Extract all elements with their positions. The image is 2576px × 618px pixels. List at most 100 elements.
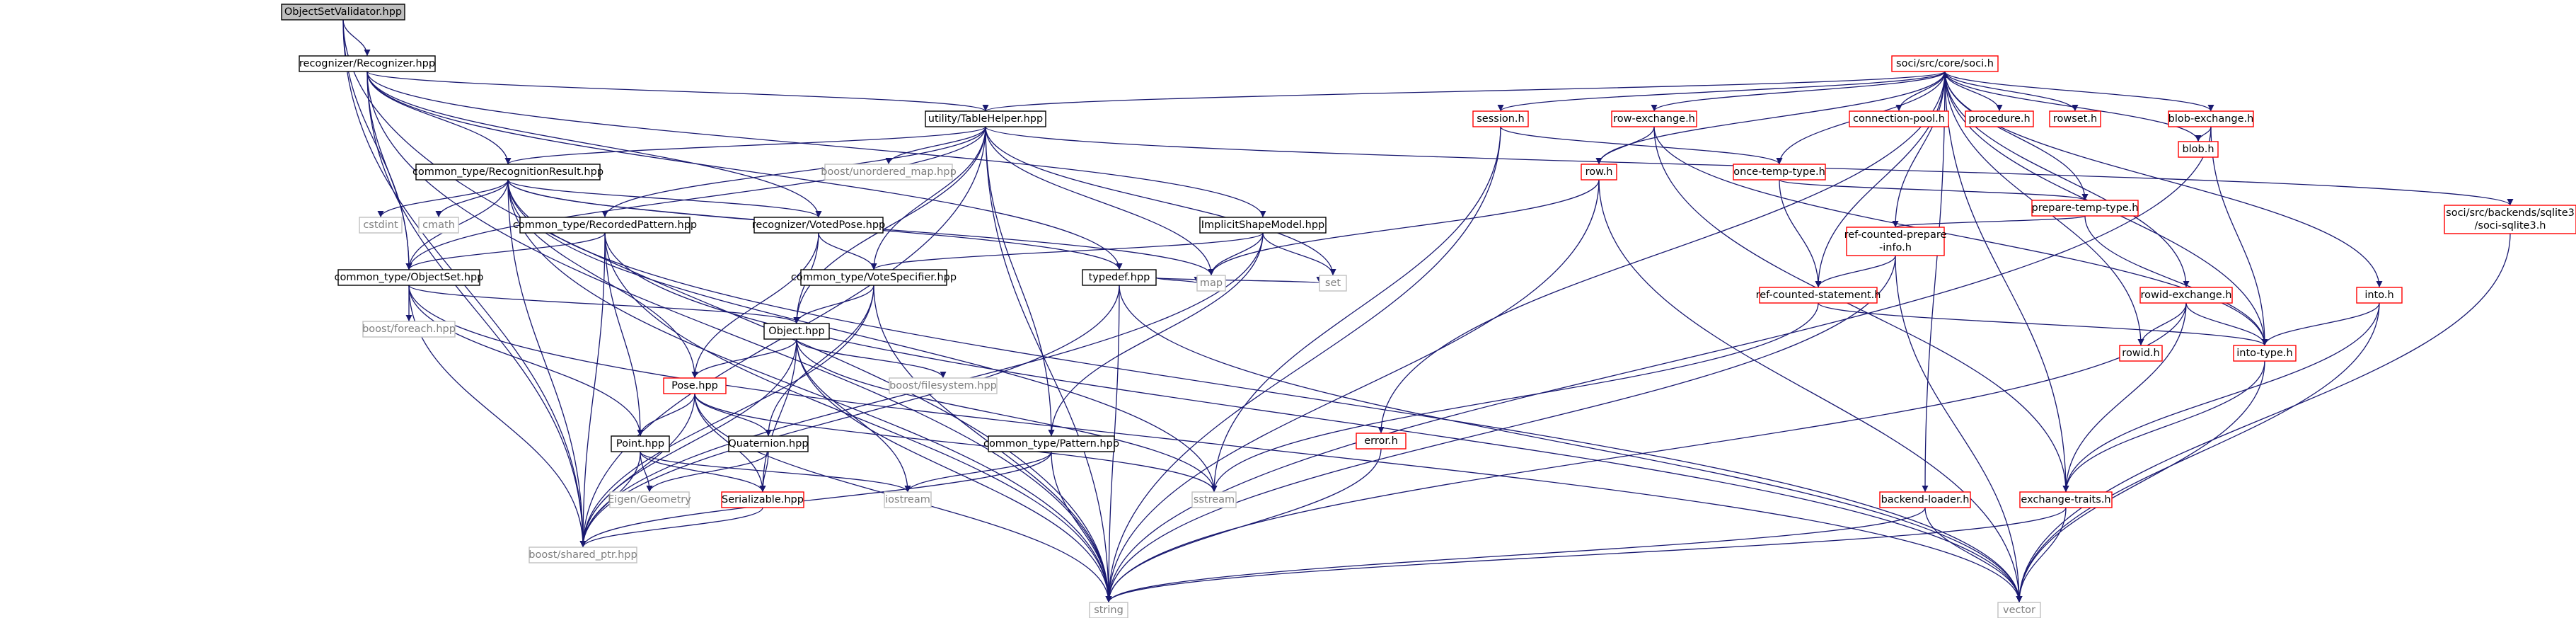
node-rcpi[interactable]: ref-counted-prepare-info.h: [1844, 227, 1947, 256]
edge-row-to-vector: [1598, 179, 2023, 603]
edge-row-to-string: [1105, 179, 1600, 603]
node-rr[interactable]: common_type/RecognitionResult.hpp: [412, 164, 603, 181]
node-box: [299, 55, 436, 72]
node-intotype[interactable]: into-type.h: [2233, 345, 2297, 362]
edge-rr-to-sstream: [507, 179, 1218, 493]
edge-obj-to-sstream: [796, 338, 1218, 493]
node-blob[interactable]: blob.h: [2178, 141, 2219, 158]
node-label: Point.hpp: [616, 438, 664, 450]
node-label: backend-loader.h: [1881, 494, 1970, 505]
node-label: blob-exchange.h: [2168, 113, 2254, 125]
node-rec[interactable]: recognizer/Recognizer.hpp: [299, 55, 436, 72]
edge-session-to-string: [1105, 126, 1501, 603]
edge-intotype-to-vector: [2016, 360, 2265, 603]
file-nodes: ObjectSetValidator.hpp recognizer/Recogni…: [281, 4, 2576, 618]
edge-vspec-to-obj: [793, 285, 874, 324]
edge-ptt-to-intotype: [2084, 215, 2268, 346]
node-oset[interactable]: common_type/ObjectSet.hpp: [335, 269, 484, 286]
node-ism[interactable]: ImplicitShapeModel.hpp: [1199, 217, 1327, 234]
node-ser[interactable]: Serializable.hpp: [721, 491, 804, 508]
node-set: set: [1319, 275, 1347, 292]
node-box: [1611, 110, 1697, 127]
node-rowid[interactable]: rowid.h: [2119, 345, 2163, 362]
edge-pose-to-point: [637, 393, 695, 437]
node-feach: boost/foreach.hpp: [362, 321, 456, 338]
node-point[interactable]: Point.hpp: [611, 435, 670, 452]
edge-row-to-map: [1208, 179, 1600, 276]
edge-rec-to-string: [366, 71, 1112, 603]
node-box: [1879, 491, 1971, 508]
node-row[interactable]: row.h: [1581, 164, 1617, 181]
edge-tbl-to-vspec: [870, 126, 986, 270]
node-extr[interactable]: exchange-traits.h: [2019, 491, 2113, 508]
edge-rec-to-ism: [366, 71, 1266, 218]
node-into[interactable]: into.h: [2356, 287, 2403, 304]
node-ott[interactable]: once-temp-type.h: [1733, 164, 1826, 181]
node-ush: boost/unordered_map.hpp: [821, 164, 957, 181]
edge-obj-to-ser: [759, 338, 797, 493]
node-label: rowid.h: [2122, 348, 2159, 359]
node-label: connection-pool.h: [1853, 113, 1945, 125]
node-box: [889, 377, 998, 394]
node-soci[interactable]: soci/src/core/soci.h: [1891, 55, 1999, 72]
edge-tbl-to-oset: [405, 126, 986, 270]
node-box: [362, 321, 456, 338]
node-rcs[interactable]: ref-counted-statement.h: [1756, 287, 1881, 304]
edge-session-to-sstream: [1211, 126, 1501, 493]
node-error[interactable]: error.h: [1356, 433, 1407, 450]
node-label: ObjectSetValidator.hpp: [284, 6, 402, 18]
node-quat[interactable]: Quaternion.hpp: [728, 435, 809, 452]
node-box: [609, 491, 690, 508]
edge-tbl-to-rr: [504, 126, 986, 165]
node-rowidex[interactable]: rowid-exchange.h: [2139, 287, 2233, 304]
edge-extr-to-string: [1105, 507, 2067, 603]
node-sqlite[interactable]: soci/src/backends/sqlite3/soci-sqlite3.h: [2444, 205, 2576, 234]
edge-rr-to-cmath: [435, 179, 509, 218]
node-obj[interactable]: Object.hpp: [763, 323, 830, 340]
edge-osv-to-string: [342, 19, 1112, 603]
node-bload[interactable]: backend-loader.h: [1879, 491, 1971, 508]
node-vector: vector: [1997, 602, 2041, 618]
edge-point-to-ser: [640, 451, 766, 493]
node-label: common_type/RecordedPattern.hpp: [513, 219, 697, 231]
edge-rec-to-vpose: [366, 71, 822, 218]
edge-recpat-to-point: [604, 232, 644, 437]
edge-obj-to-string: [796, 338, 1112, 603]
node-box: [529, 547, 637, 563]
node-box: [281, 4, 405, 21]
node-proc[interactable]: procedure.h: [1965, 110, 2034, 127]
edge-rowidex-to-string: [1105, 302, 2187, 603]
node-pose[interactable]: Pose.hpp: [663, 377, 727, 394]
node-box: [2049, 110, 2101, 127]
edge-rec-to-tdef: [366, 71, 1123, 270]
node-blobex[interactable]: blob-exchange.h: [2168, 110, 2254, 127]
node-label: iostream: [885, 494, 930, 505]
node-box: [2356, 287, 2403, 304]
node-vspec[interactable]: common_type/VoteSpecifier.hpp: [791, 269, 957, 286]
edge-soci-to-into: [1944, 71, 2383, 288]
node-sstream: sstream: [1191, 491, 1237, 508]
node-box: [800, 269, 947, 286]
node-osv[interactable]: ObjectSetValidator.hpp: [281, 4, 405, 21]
node-ptt[interactable]: prepare-temp-type.h: [2031, 200, 2139, 217]
node-label: common_type/Pattern.hpp: [983, 438, 1119, 450]
node-tdef[interactable]: typedef.hpp: [1082, 269, 1157, 286]
edge-ism-to-map: [1208, 232, 1264, 276]
node-tbl[interactable]: utility/TableHelper.hpp: [925, 110, 1046, 127]
node-session[interactable]: session.h: [1472, 110, 1529, 127]
node-recpat[interactable]: common_type/RecordedPattern.hpp: [513, 217, 697, 234]
node-box: [2139, 287, 2233, 304]
node-bfs: boost/filesystem.hpp: [889, 377, 998, 394]
edge-soci-to-rcs: [1815, 71, 1946, 288]
node-rowset[interactable]: rowset.h: [2049, 110, 2101, 127]
node-vpose[interactable]: recognizer/VotedPose.hpp: [752, 217, 885, 234]
node-rowex[interactable]: row-exchange.h: [1611, 110, 1697, 127]
node-label: recognizer/VotedPose.hpp: [752, 219, 885, 231]
node-label: soci/src/backends/sqlite3/soci-sqlite3.h: [2446, 207, 2575, 231]
node-box: [824, 164, 953, 181]
edge-tdef-to-map: [1155, 276, 1201, 284]
node-pat[interactable]: common_type/Pattern.hpp: [983, 435, 1119, 452]
node-cpool[interactable]: connection-pool.h: [1849, 110, 1949, 127]
node-box: [1356, 433, 1407, 450]
